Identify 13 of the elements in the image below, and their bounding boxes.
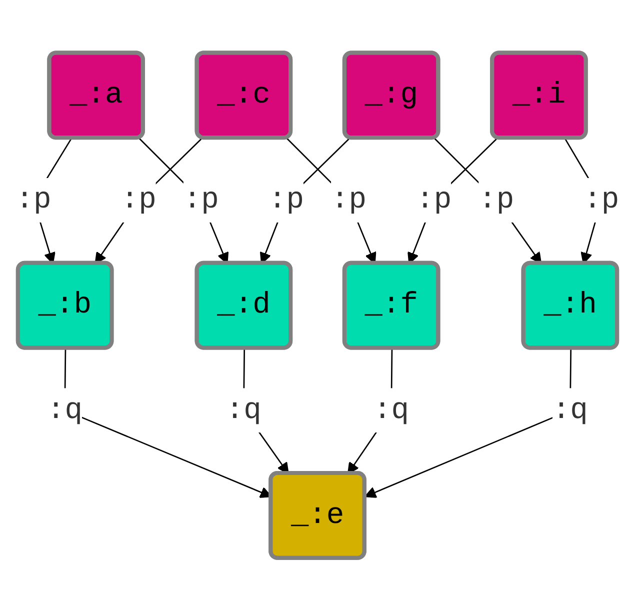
edge-label: :p [120,184,156,218]
edge-label: :p [16,184,52,218]
edge-label: :p [183,184,219,218]
edge-label: :q [226,394,262,428]
edge-label: :p [478,184,514,218]
edge-label: :p [268,184,304,218]
edge-label: :p [584,184,620,218]
edge-label: :q [374,394,410,428]
edge-label: :p [330,184,367,218]
arrow [364,348,572,498]
edge-label: :q [552,394,588,428]
edge-label: :q [47,394,83,428]
edge-label: :p [416,184,452,218]
